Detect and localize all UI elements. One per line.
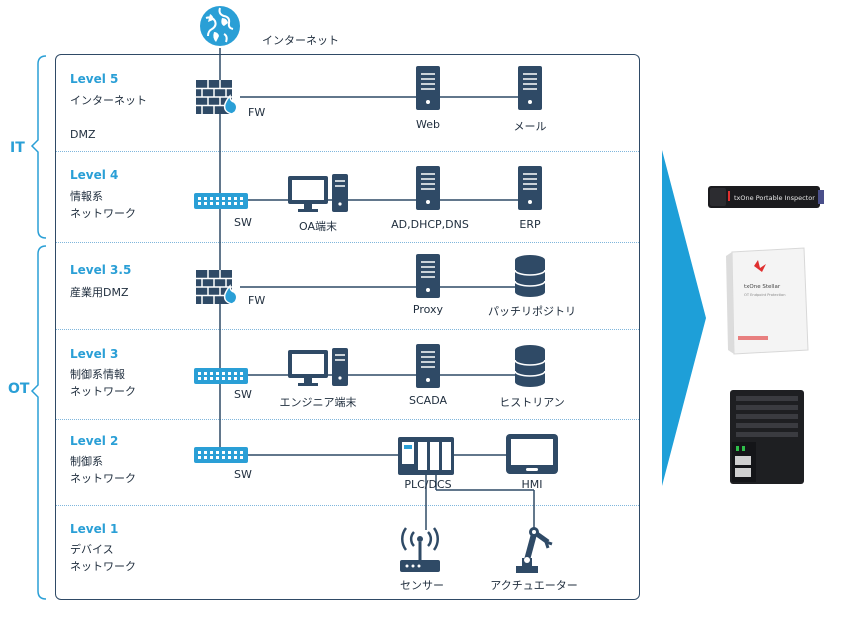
- level-4-desc: 情報系 ネットワーク: [70, 190, 136, 220]
- eng-label: エンジニア端末: [279, 396, 357, 409]
- level-3-label: Level 3: [70, 347, 119, 361]
- software-box-image: txOne Stellar OT Endpoint Protection: [726, 247, 809, 355]
- mail-label: メール: [513, 120, 547, 133]
- plc-label: PLC/DCS: [404, 478, 452, 491]
- robot-arm-icon: [516, 527, 553, 573]
- oa-label: OA端末: [299, 220, 337, 233]
- level-5-label: Level 5: [70, 72, 119, 86]
- actuator-label: アクチュエーター: [490, 579, 578, 592]
- level-2-desc: 制御系 ネットワーク: [70, 455, 136, 485]
- box-sub-text: OT Endpoint Protection: [744, 293, 785, 297]
- hmi-label: HMI: [521, 478, 543, 491]
- usb-stick-text: txOne Portable Inspector: [734, 194, 815, 202]
- sw-label: SW: [234, 388, 252, 401]
- network-frame: [55, 54, 640, 600]
- arrow-shape: [662, 150, 706, 486]
- globe-icon: [200, 6, 240, 46]
- separator: [56, 419, 639, 420]
- level-2-label: Level 2: [70, 434, 119, 448]
- usb-stick-image: txOne Portable Inspector: [708, 186, 824, 208]
- box-brand-text: txOne Stellar: [744, 284, 781, 290]
- it-bracket: [30, 55, 47, 239]
- separator: [56, 242, 639, 243]
- database-icon: [514, 345, 546, 387]
- firewall-icon: [196, 270, 238, 305]
- firewall-icon: [196, 80, 238, 115]
- server-icon: [416, 344, 440, 388]
- sensor-label: センサー: [400, 579, 444, 592]
- scada-label: SCADA: [409, 394, 447, 407]
- level-3-5-label: Level 3.5: [70, 263, 132, 277]
- hmi-icon: [506, 434, 558, 474]
- internet-label: インターネット: [262, 34, 339, 47]
- fw-label: FW: [248, 106, 266, 119]
- server-icon: [416, 166, 440, 210]
- level-5-desc: インターネット DMZ: [70, 94, 147, 141]
- ot-bracket: [30, 245, 47, 600]
- hardware-appliance-image: [730, 390, 804, 484]
- level-4-label: Level 4: [70, 168, 119, 182]
- level-1-label: Level 1: [70, 522, 119, 536]
- ad-label: AD,DHCP,DNS: [391, 218, 469, 231]
- it-label: IT: [10, 140, 25, 156]
- server-icon: [416, 66, 440, 110]
- level-3-5-desc: 産業用DMZ: [70, 286, 129, 299]
- sw-label: SW: [234, 216, 252, 229]
- fw-label: FW: [248, 294, 266, 307]
- pc-icon: [288, 348, 348, 386]
- separator: [56, 151, 639, 152]
- sensor-icon: [400, 527, 440, 572]
- level-3-desc: 制御系情報 ネットワーク: [70, 368, 136, 398]
- ot-label: OT: [8, 381, 30, 397]
- database-icon: [514, 255, 546, 297]
- level-1-desc: デバイス ネットワーク: [70, 543, 136, 573]
- separator: [56, 505, 639, 506]
- sw-label: SW: [234, 468, 252, 481]
- switch-icon: [194, 447, 248, 463]
- switch-icon: [194, 368, 248, 384]
- server-icon: [518, 66, 542, 110]
- web-label: Web: [416, 118, 440, 131]
- plc-icon: [398, 437, 454, 475]
- historian-label: ヒストリアン: [499, 396, 565, 409]
- separator: [56, 329, 639, 330]
- pc-icon: [288, 174, 348, 212]
- patch-label: パッチリポジトリ: [488, 305, 576, 318]
- server-icon: [416, 254, 440, 298]
- proxy-label: Proxy: [412, 303, 444, 316]
- switch-icon: [194, 193, 248, 209]
- erp-label: ERP: [519, 218, 541, 231]
- server-icon: [518, 166, 542, 210]
